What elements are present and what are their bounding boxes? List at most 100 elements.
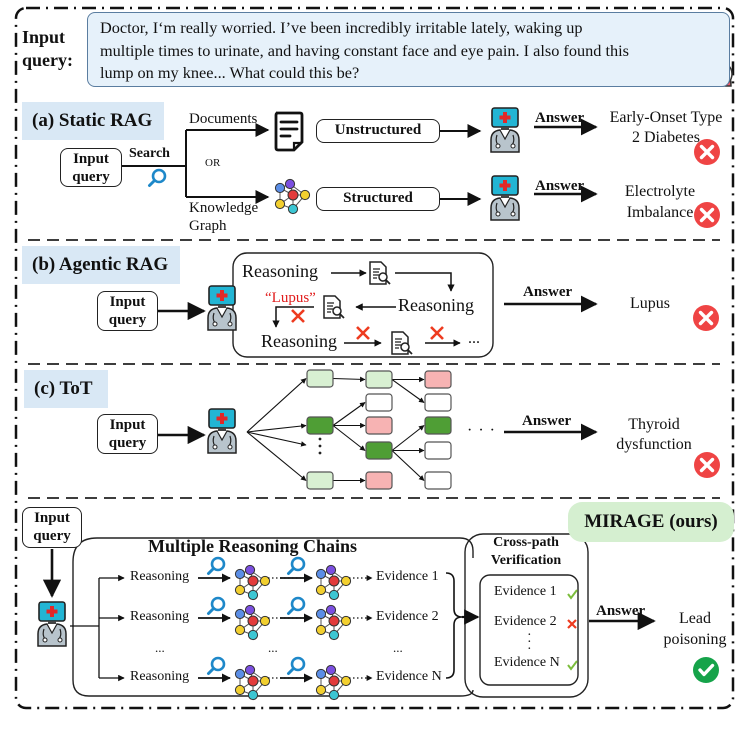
- search-icon: [207, 656, 226, 675]
- answer-line: poisoning: [663, 631, 727, 648]
- label-line: Cross-path: [493, 535, 559, 550]
- label-line: Input: [34, 510, 70, 526]
- search-icon: [148, 168, 167, 187]
- tot-node-pink: [365, 471, 393, 490]
- input-query-box: Input query: [97, 414, 158, 454]
- tot-node-white: [365, 393, 393, 412]
- tot-ellipsis: · · ·: [467, 422, 496, 439]
- static-rag-answer-1: Early-Onset Type 2 Diabetes: [596, 108, 736, 148]
- tot-node-dark-green: [424, 416, 452, 435]
- answer-line: Thyroid: [628, 416, 680, 433]
- verified-evidence: Evidence 2: [494, 614, 557, 629]
- label-line: Input: [73, 151, 109, 167]
- knowledge-graph-icon: [315, 664, 352, 701]
- answer-label: Answer: [596, 603, 646, 619]
- tot-node-light-green: [365, 370, 393, 389]
- knowledge-graph-icon: [234, 564, 271, 601]
- section-title-agentic-rag: (b) Agentic RAG: [22, 246, 180, 284]
- chain-evidence-label: Evidence 1: [376, 569, 439, 584]
- check-icon: [567, 589, 578, 600]
- reasoning-step: Reasoning: [398, 295, 474, 315]
- doctor-icon: [489, 106, 521, 154]
- knowledge-graph-icon: [234, 604, 271, 641]
- search-icon: [287, 656, 306, 675]
- answer-line: Electrolyte: [624, 183, 696, 200]
- chain-reasoning-label: Reasoning: [130, 609, 190, 624]
- mirage-answer: Lead poisoning: [652, 608, 738, 650]
- knowledge-graph-label: Knowledge Graph: [189, 199, 258, 235]
- answer-line: Lead: [679, 610, 711, 627]
- knowledge-graph-icon: [315, 604, 352, 641]
- tot-node-white: [424, 441, 452, 460]
- input-query-label: Input query:: [22, 26, 73, 72]
- mirage-badge: MIRAGE (ours): [568, 502, 734, 542]
- search-icon: [287, 556, 306, 575]
- section-title-static-rag: (a) Static RAG: [22, 102, 164, 140]
- tot-node-dark-green: [306, 416, 334, 435]
- label-line: Input: [109, 417, 146, 433]
- knowledge-graph-icon: [234, 664, 271, 701]
- document-search-icon: [369, 261, 391, 285]
- outer-border: [14, 6, 735, 710]
- lupus-quote: “Lupus”: [265, 290, 316, 306]
- label-line: Verification: [490, 553, 562, 568]
- tot-vdot: [318, 444, 322, 448]
- tot-edge: [391, 379, 425, 403]
- chain-row-ellipsis: ...: [268, 640, 278, 655]
- knowledge-graph-icon: [315, 564, 352, 601]
- tot-vdot: [318, 437, 322, 441]
- tot-node-pink: [365, 416, 393, 435]
- wrong-answer-icon: [691, 303, 721, 333]
- document-search-icon: [323, 295, 345, 319]
- cross-icon: [567, 619, 577, 629]
- unstructured-box: Unstructured: [316, 119, 440, 143]
- section-title-tot: (c) ToT: [24, 370, 108, 408]
- verification-inner-box: [479, 574, 579, 686]
- red-cross-icon: [290, 308, 306, 324]
- answer-label: Answer: [523, 284, 573, 300]
- patient-query-text: Doctor, I‘m really worried. I’ve been in…: [100, 18, 629, 82]
- label-line: Input: [109, 294, 146, 310]
- verified-evidence: Evidence 1: [494, 584, 557, 599]
- answer-label: Answer: [535, 178, 585, 194]
- doctor-icon: [206, 407, 238, 455]
- tot-node-light-green: [306, 369, 334, 388]
- chain-evidence-label: Evidence 2: [376, 609, 439, 624]
- label-line: Graph: [189, 218, 227, 234]
- answer-line: Early-Onset Type: [609, 109, 723, 126]
- chain-reasoning-label: Reasoning: [130, 569, 190, 584]
- vertical-ellipsis: ···: [527, 628, 532, 657]
- doctor-icon: [489, 174, 521, 222]
- tot-edge: [391, 450, 425, 481]
- input-query-box: Input query: [97, 291, 158, 331]
- chain-row-ellipsis: ...: [393, 640, 403, 655]
- red-cross-icon: [429, 325, 445, 341]
- reasoning-step: Reasoning: [261, 331, 337, 351]
- structured-box: Structured: [316, 187, 440, 211]
- static-rag-answer-2: Electrolyte Imbalance: [605, 181, 715, 223]
- tot-edge: [246, 423, 307, 433]
- answer-line: 2 Diabetes: [632, 129, 700, 146]
- search-label: Search: [129, 146, 170, 161]
- verified-evidence: Evidence N: [494, 655, 560, 670]
- search-icon: [287, 596, 306, 615]
- input-query-box: Input query: [22, 507, 82, 548]
- label-line: query:: [22, 50, 73, 70]
- document-search-icon: [391, 331, 413, 355]
- label-line: query: [33, 528, 71, 544]
- tot-node-white: [424, 393, 452, 412]
- correct-answer-icon: [693, 657, 719, 683]
- chain-row-ellipsis: ...: [155, 640, 165, 655]
- answer-label: Answer: [535, 110, 585, 126]
- tot-node-white: [424, 471, 452, 490]
- tot-edge: [332, 425, 366, 451]
- tot-edge: [391, 425, 425, 451]
- search-icon: [207, 596, 226, 615]
- documents-label: Documents: [189, 111, 258, 127]
- doctor-icon: [36, 600, 68, 648]
- label-line: Knowledge: [189, 200, 259, 216]
- wrong-answer-icon: [692, 450, 722, 480]
- label-line: query: [72, 169, 110, 185]
- tot-edge: [332, 376, 366, 383]
- input-query-box: Input query: [60, 148, 122, 187]
